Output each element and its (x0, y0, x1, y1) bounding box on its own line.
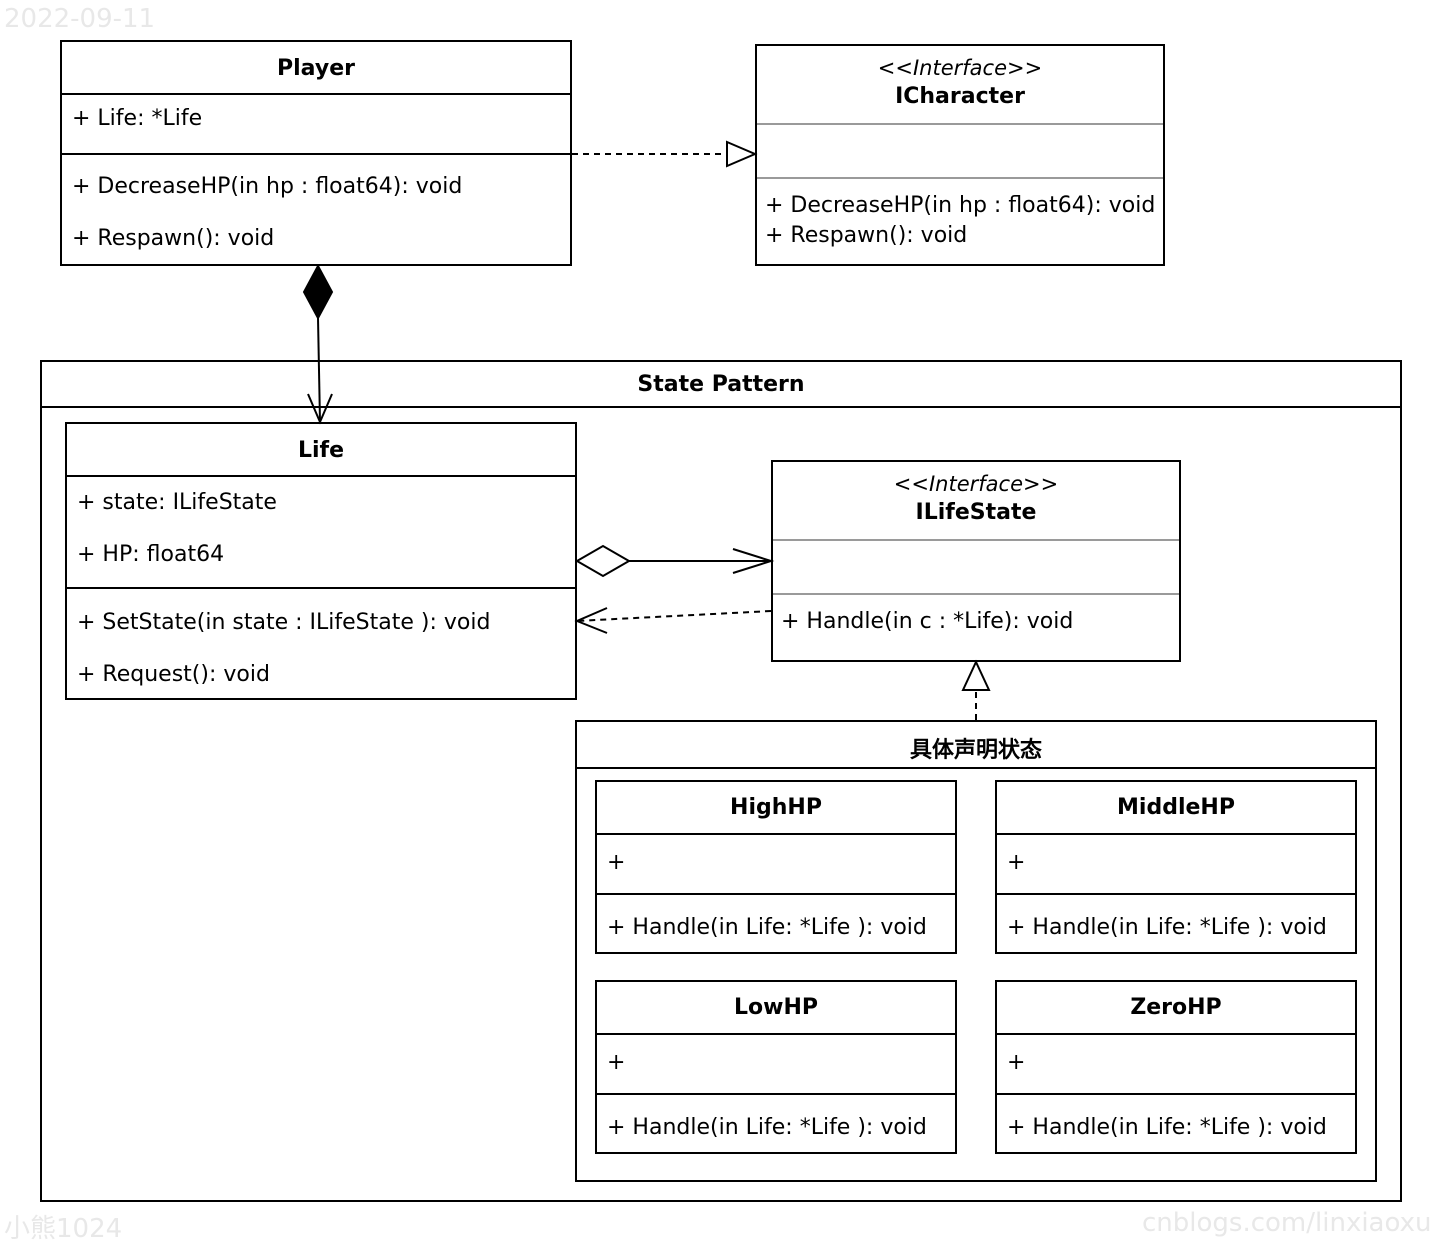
player-class[interactable]: Player + Life: *Life + DecreaseHP(in hp … (60, 40, 572, 266)
concrete-states-title: 具体声明状态 (909, 738, 1042, 763)
middlehp-class-title: MiddleHP (1117, 795, 1235, 820)
ilifestate-divider-bottom (773, 593, 1179, 595)
zerohp-divider-bottom (997, 1093, 1355, 1095)
player-class-divider-top (62, 93, 570, 95)
zerohp-class[interactable]: ZeroHP + + Handle(in Life: *Life ): void (995, 980, 1357, 1154)
middlehp-method-handle: + Handle(in Life: *Life ): void (1007, 915, 1327, 940)
middlehp-divider-bottom (997, 893, 1355, 895)
life-method-request: + Request(): void (77, 662, 270, 687)
icharacter-title: ICharacter (895, 84, 1025, 109)
site-watermark: cnblogs.com/linxiaoxu (1142, 1208, 1432, 1238)
player-class-divider-bottom (62, 153, 570, 155)
life-method-setstate: + SetState(in state : ILifeState ): void (77, 610, 491, 635)
highhp-divider-bottom (597, 893, 955, 895)
zerohp-method-handle: + Handle(in Life: *Life ): void (1007, 1115, 1327, 1140)
icharacter-method-decreasehp: + DecreaseHP(in hp : float64): void (765, 193, 1156, 218)
highhp-method-handle: + Handle(in Life: *Life ): void (607, 915, 927, 940)
icharacter-interface[interactable]: <<Interface>> ICharacter + DecreaseHP(in… (755, 44, 1165, 266)
lowhp-class[interactable]: LowHP + + Handle(in Life: *Life ): void (595, 980, 957, 1154)
filled-diamond-icon (302, 263, 334, 321)
middlehp-attribute: + (1007, 850, 1026, 875)
ilifestate-interface[interactable]: <<Interface>> ILifeState + Handle(in c :… (771, 460, 1181, 662)
hollow-triangle-arrowhead-icon (726, 140, 758, 168)
zerohp-class-title: ZeroHP (1130, 995, 1222, 1020)
icharacter-method-respawn: + Respawn(): void (765, 223, 968, 248)
icharacter-stereotype: <<Interface>> (877, 56, 1043, 80)
state-pattern-title: State Pattern (637, 372, 805, 397)
life-class[interactable]: Life + state: ILifeState + HP: float64 +… (65, 422, 577, 700)
lowhp-attribute: + (607, 1050, 626, 1075)
concrete-states-divider (577, 767, 1375, 769)
ilifestate-stereotype: <<Interface>> (893, 472, 1059, 496)
state-pattern-divider (42, 406, 1400, 408)
player-attribute-life: + Life: *Life (72, 106, 203, 131)
ilifestate-divider-top (773, 539, 1179, 541)
player-method-respawn: + Respawn(): void (72, 226, 275, 251)
player-method-decreasehp: + DecreaseHP(in hp : float64): void (72, 174, 463, 199)
highhp-class[interactable]: HighHP + + Handle(in Life: *Life ): void (595, 780, 957, 954)
life-class-title: Life (297, 438, 345, 463)
author-watermark: 小熊1024 (4, 1214, 123, 1244)
lowhp-divider-bottom (597, 1093, 955, 1095)
lowhp-class-title: LowHP (734, 995, 818, 1020)
life-attribute-hp: + HP: float64 (77, 542, 225, 567)
highhp-divider-top (597, 833, 955, 835)
zerohp-attribute: + (1007, 1050, 1026, 1075)
zerohp-divider-top (997, 1033, 1355, 1035)
lowhp-method-handle: + Handle(in Life: *Life ): void (607, 1115, 927, 1140)
player-class-title: Player (277, 56, 355, 81)
lowhp-divider-top (597, 1033, 955, 1035)
middlehp-divider-top (997, 833, 1355, 835)
date-watermark: 2022-09-11 (4, 4, 156, 34)
player-realization-edge[interactable] (572, 140, 758, 168)
life-attribute-state: + state: ILifeState (77, 490, 277, 515)
highhp-class-title: HighHP (730, 795, 822, 820)
middlehp-class[interactable]: MiddleHP + + Handle(in Life: *Life ): vo… (995, 780, 1357, 954)
ilifestate-method-handle: + Handle(in c : *Life): void (781, 609, 1074, 634)
ilifestate-title: ILifeState (915, 500, 1037, 525)
icharacter-divider-top (757, 123, 1163, 125)
life-class-divider-top (67, 475, 575, 477)
icharacter-divider-bottom (757, 177, 1163, 179)
highhp-attribute: + (607, 850, 626, 875)
life-class-divider-bottom (67, 587, 575, 589)
